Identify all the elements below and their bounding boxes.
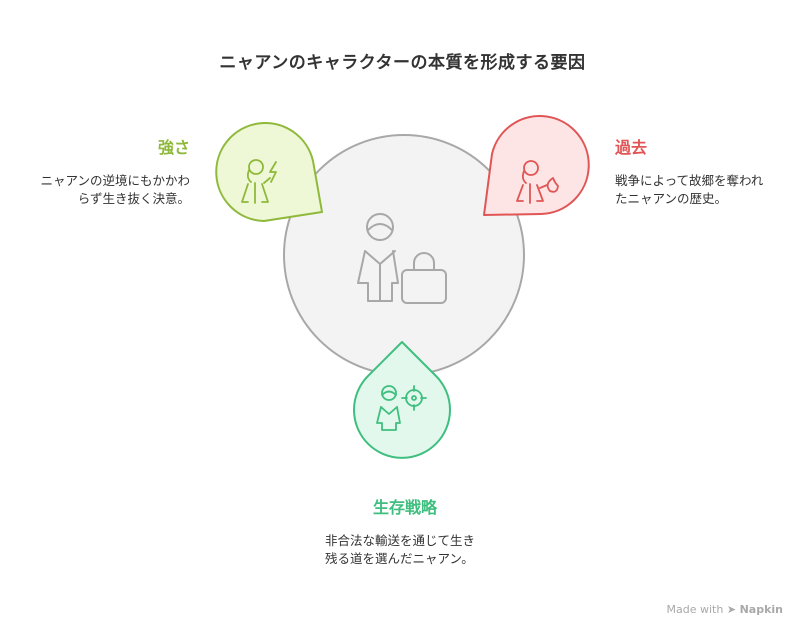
woman-with-target-icon xyxy=(376,385,427,431)
center-circle xyxy=(283,134,525,376)
survival-heading: 生存戦略 xyxy=(372,498,437,517)
credit-brand: Napkin xyxy=(739,603,783,616)
strength-heading: 強さ xyxy=(157,138,190,157)
credit-prefix: Made with xyxy=(666,603,724,616)
woman-with-handbag-icon xyxy=(357,213,447,304)
napkin-credit[interactable]: Made with ➤ Napkin xyxy=(667,603,783,616)
past-drop xyxy=(483,115,590,216)
strength-description: ニャアンの逆境にもかかわらず生き抜く決意。 xyxy=(40,173,190,206)
woman-with-lightning-icon xyxy=(241,159,277,204)
survival-drop xyxy=(353,341,451,459)
napkin-logo-icon: ➤ xyxy=(726,603,737,616)
past-heading: 過去 xyxy=(615,138,648,157)
page-title: ニャアンのキャラクターの本質を形成する要因 xyxy=(219,53,586,73)
woman-with-flame-icon xyxy=(516,160,559,204)
survival-description: 非合法な輸送を通じて生き残る道を選んだニャアン。 xyxy=(325,533,476,566)
past-description: 戦争によって故郷を奪われたニャアンの歴史。 xyxy=(615,173,764,206)
